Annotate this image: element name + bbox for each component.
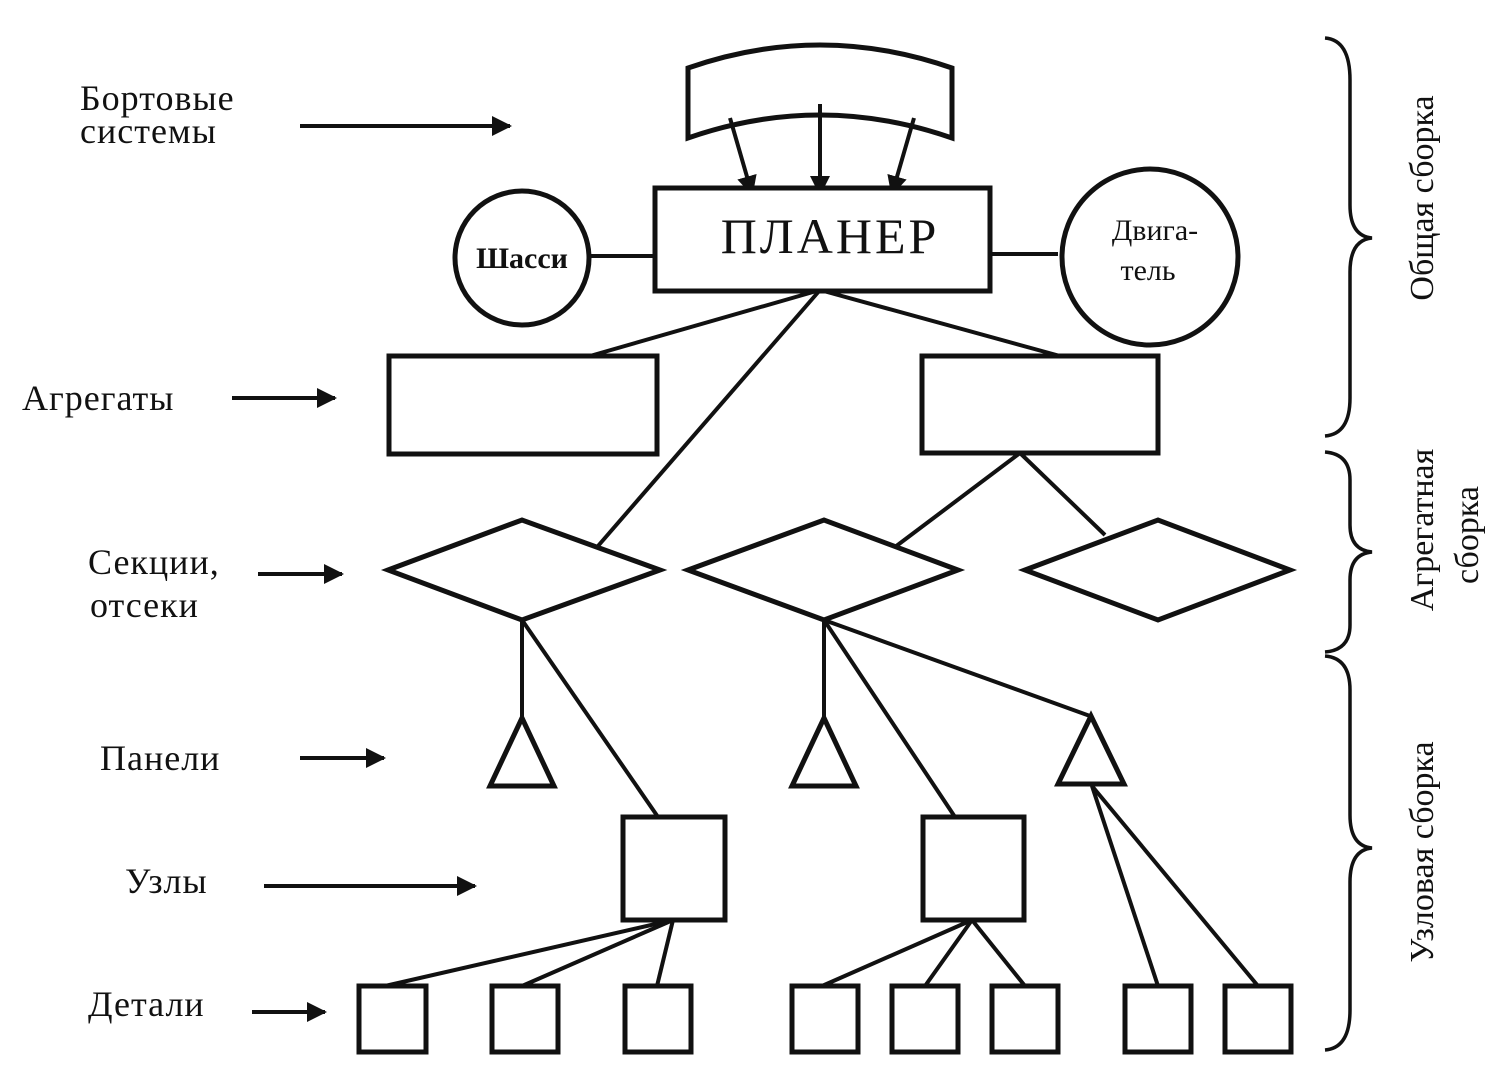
engine-circle [1059, 166, 1241, 348]
onboard-systems-label-line1: Бортовые [80, 78, 235, 118]
engine-label-line1: Двига- [1112, 214, 1198, 247]
onboard-systems-node [685, 42, 955, 196]
edge-airframe-section-1 [596, 288, 822, 548]
airframe-label: ПЛАНЕР [721, 208, 940, 264]
part-square-8 [1222, 983, 1294, 1055]
panels-nodes [486, 710, 1128, 789]
airframe-box [652, 185, 993, 294]
part-square-3 [622, 983, 694, 1055]
stage-general-brace [1324, 36, 1373, 438]
sections-label-line2: отсеки [90, 585, 199, 625]
onboard-arrow-3 [887, 117, 916, 196]
stage-general: Общая сборка [1324, 36, 1441, 438]
part-square-6 [989, 983, 1061, 1055]
stage-general-label: Общая сборка [1404, 95, 1441, 300]
stage-aggregate-label-line2: сборка [1449, 486, 1486, 584]
part-square-2 [489, 983, 561, 1055]
assembly-square-1 [620, 814, 728, 923]
edge-aggregate-section-3 [1018, 451, 1107, 537]
stage-aggregate: Агрегатная сборка [1324, 448, 1486, 654]
edge-section-2-panel-3 [823, 618, 1091, 718]
edge-assembly-2-part-5 [923, 918, 974, 988]
part-square-1 [356, 983, 429, 1055]
edge-panel-3-part-7 [1090, 785, 1160, 987]
edge-assembly-1-part-1 [384, 918, 674, 988]
airframe-node: ПЛАНЕР [652, 185, 993, 294]
chassis-node: Шасси [452, 188, 592, 328]
panel-triangle-3 [1054, 710, 1128, 787]
diagram-edges [384, 252, 1260, 988]
level-panels: Панели [100, 738, 386, 778]
edge-airframe-aggregate-right [819, 288, 1061, 358]
aggregate-box-left [386, 353, 660, 457]
parts-nodes [356, 983, 1294, 1055]
level-aggregates: Агрегаты [22, 378, 337, 418]
edge-airframe-aggregate-left [589, 288, 821, 358]
section-diamond-2 [680, 517, 966, 623]
aggregates-nodes [386, 353, 1161, 457]
assembly-square-2 [920, 814, 1027, 923]
stage-node: Узловая сборка [1324, 654, 1441, 1052]
aggregate-box-right [919, 353, 1161, 456]
edge-assembly-2-part-4 [821, 918, 973, 988]
part-square-7 [1122, 983, 1194, 1055]
onboard-systems-banner [685, 42, 955, 142]
section-diamond-1 [380, 517, 668, 623]
edge-aggregate-section-2 [893, 451, 1022, 549]
aggregates-label: Агрегаты [22, 378, 174, 418]
stage-aggregate-brace [1324, 450, 1373, 654]
stage-node-label: Узловая сборка [1404, 741, 1441, 962]
level-assemblies: Узлы [125, 861, 477, 901]
engine-label-line2: тель [1120, 254, 1175, 287]
onboard-systems-label-line2: системы [80, 111, 217, 151]
level-sections: Секции, отсеки [88, 542, 344, 625]
part-square-5 [889, 983, 961, 1055]
level-parts: Детали [88, 984, 327, 1024]
edge-panel-3-part-8 [1090, 784, 1260, 988]
assemblies-nodes [620, 814, 1027, 923]
sections-nodes [380, 517, 1298, 623]
part-square-4 [789, 983, 861, 1055]
chassis-label: Шасси [476, 242, 568, 275]
assemblies-label: Узлы [125, 861, 208, 901]
panel-triangle-2 [788, 712, 860, 789]
edge-assembly-1-part-2 [521, 918, 674, 988]
edge-section-1-assembly-1 [520, 618, 660, 819]
panels-label: Панели [100, 738, 220, 778]
section-diamond-3 [1017, 517, 1298, 623]
edge-assembly-1-part-3 [655, 919, 675, 987]
onboard-arrow-1 [728, 117, 757, 196]
edge-section-2-assembly-2 [822, 618, 957, 819]
sections-label-line1: Секции, [88, 542, 220, 582]
chassis-circle [452, 188, 592, 328]
edge-assembly-2-part-6 [970, 918, 1027, 988]
stage-aggregate-label-line1: Агрегатная [1404, 448, 1441, 611]
stage-node-brace [1324, 654, 1373, 1052]
panel-triangle-1 [486, 712, 558, 789]
parts-label: Детали [88, 984, 205, 1024]
level-onboard-systems: Бортовые системы [80, 78, 512, 151]
engine-node: Двига- тель [1059, 166, 1241, 348]
